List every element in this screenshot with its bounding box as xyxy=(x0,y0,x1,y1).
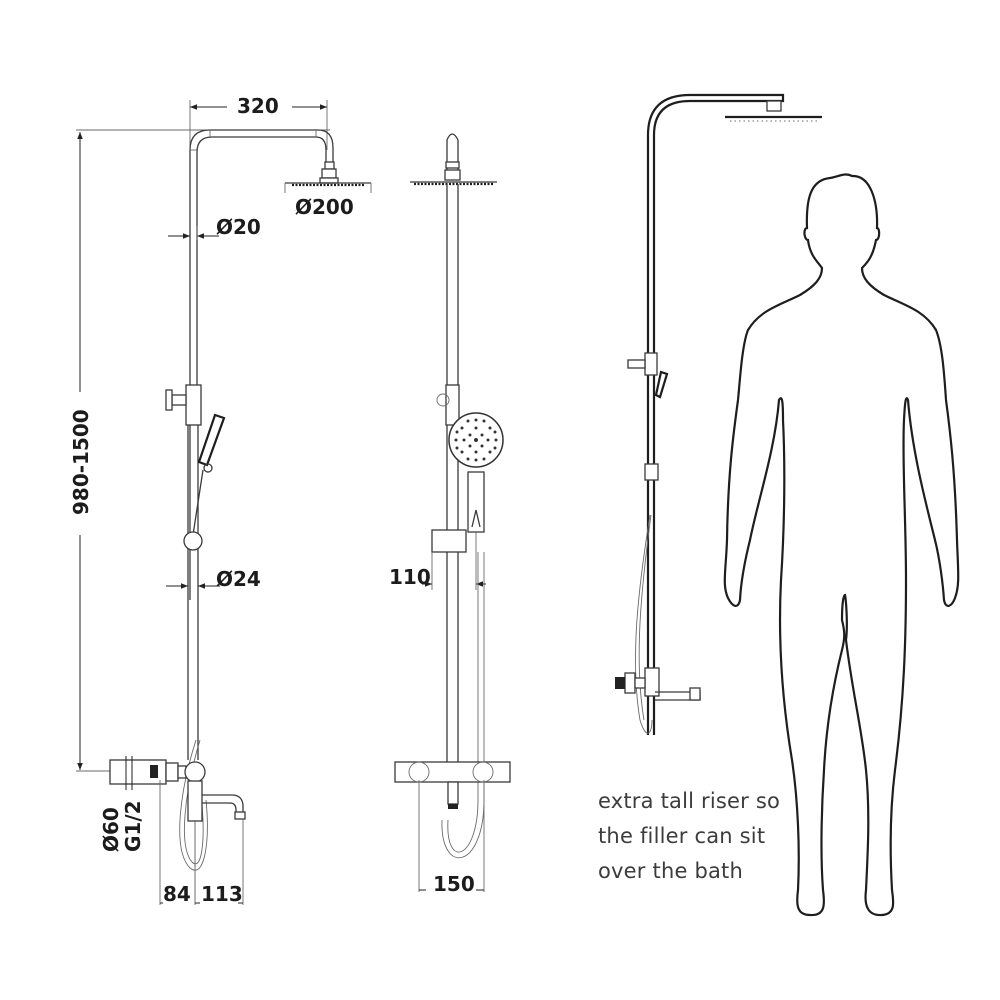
inlet-centers-label: 150 xyxy=(433,872,475,896)
arm-length-label: 320 xyxy=(237,94,279,118)
note-line-1: extra tall riser so xyxy=(598,789,781,813)
spout-projection-label: 113 xyxy=(201,882,243,906)
upper-pipe-diameter-dimension: Ø20 xyxy=(168,215,261,240)
inlet-thread-label: G1/2 xyxy=(121,800,145,852)
note-line-2: the filler can sit xyxy=(598,824,766,848)
hand-shower-icon xyxy=(192,413,226,536)
lower-pipe-diameter-label: Ø24 xyxy=(216,567,261,591)
note-line-3: over the bath xyxy=(598,859,743,883)
height-dimension: 980-1500 xyxy=(69,129,330,772)
head-diameter-label: Ø200 xyxy=(295,195,354,219)
rain-shower-head-icon xyxy=(284,182,372,193)
lower-pipe-diameter-dimension: Ø24 xyxy=(166,567,261,591)
bottom-dimensions: 84 113 xyxy=(159,780,244,906)
escutcheon-diameter-label: Ø60 xyxy=(99,807,123,852)
wall-to-center-label: 84 xyxy=(163,882,191,906)
height-range-label: 980-1500 xyxy=(69,409,93,515)
handset-face-icon xyxy=(448,412,504,533)
side-view: 110 150 xyxy=(389,133,511,896)
front-view: 980-1500 320 Ø200 xyxy=(69,94,372,906)
handset-offset-label: 110 xyxy=(389,565,431,589)
scale-view xyxy=(615,93,960,917)
person-silhouette-icon xyxy=(723,173,960,917)
riser-note: extra tall riser so the filler can sit o… xyxy=(598,784,798,889)
upper-pipe-diameter-label: Ø20 xyxy=(216,215,261,239)
